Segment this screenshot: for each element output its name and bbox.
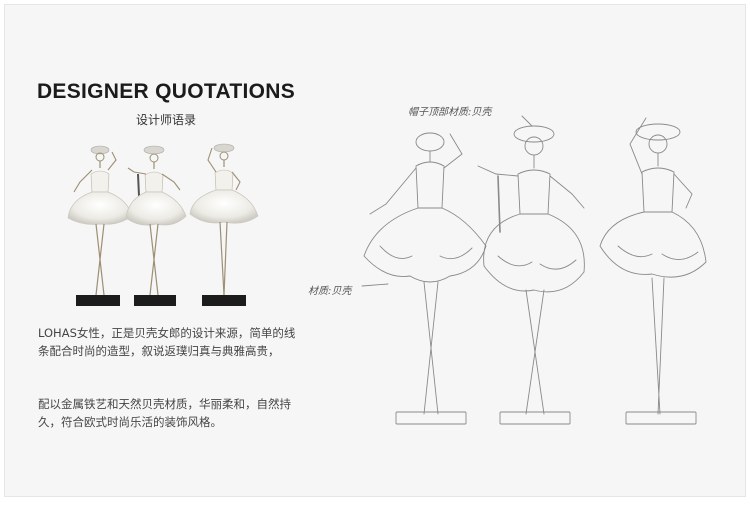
annotation-leader-left bbox=[361, 283, 389, 287]
annotation-leader-top bbox=[521, 115, 533, 127]
content-panel bbox=[4, 4, 746, 497]
description-paragraph-2: 配以金属铁艺和天然贝壳材质，华丽柔和，自然持久，符合欧式时尚乐活的装饰风格。 bbox=[38, 397, 291, 429]
sketch-annotation-hat: 帽子顶部材质:贝壳 bbox=[408, 107, 492, 118]
design-sketch bbox=[361, 115, 707, 425]
sketch-figure-3 bbox=[599, 117, 707, 425]
page-title: DESIGNER QUOTATIONS bbox=[36, 80, 296, 103]
figurine-3 bbox=[189, 143, 259, 306]
page-subtitle: 设计师语录 bbox=[135, 113, 196, 127]
figurine-2 bbox=[125, 145, 187, 306]
description-paragraph-1: LOHAS女性，正是贝壳女郎的设计来源，简单的线条配合时尚的造型，叙说返璞归真与… bbox=[38, 326, 296, 358]
product-photo bbox=[67, 143, 259, 306]
sketch-annotation-skirt: 材质:贝壳 bbox=[308, 286, 352, 297]
sketch-figure-2 bbox=[477, 125, 585, 425]
sketch-figure-1 bbox=[363, 132, 487, 425]
figurine-1 bbox=[67, 145, 133, 306]
